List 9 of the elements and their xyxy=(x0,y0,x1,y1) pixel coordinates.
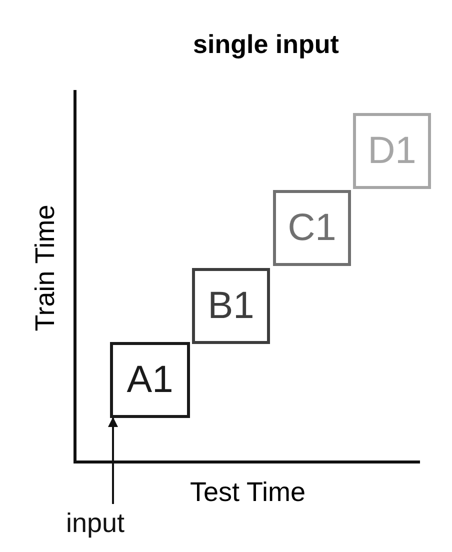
axis-label: Train Time xyxy=(29,204,61,334)
stage-box: C1 xyxy=(273,190,351,266)
stage-box: A1 xyxy=(110,342,190,418)
arrow xyxy=(108,417,118,504)
stage-box: B1 xyxy=(192,268,270,344)
input-label: input xyxy=(66,506,125,540)
title: single input xyxy=(192,28,340,60)
axis-label: Test Time xyxy=(190,476,306,508)
stage-box: D1 xyxy=(353,113,431,189)
